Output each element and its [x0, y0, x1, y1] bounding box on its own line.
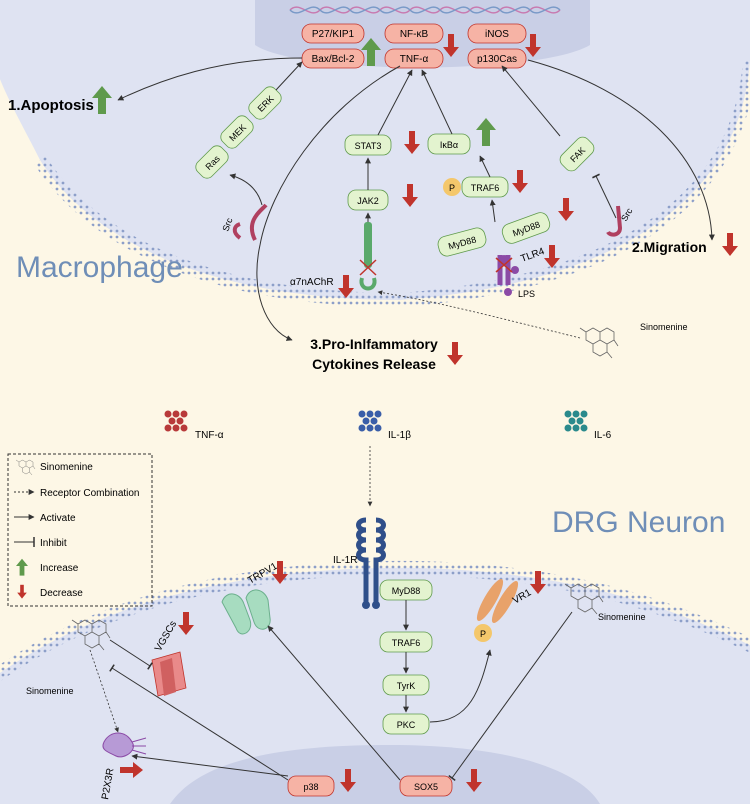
legend-activate-label: Activate [40, 513, 76, 524]
neuron-myd88-label: MyD88 [392, 586, 421, 596]
legend-decrease-label: Decrease [40, 588, 83, 599]
jak-stat-pathway: STAT3 JAK2 α7nAChR [290, 69, 420, 298]
src-left-receptor-icon [249, 203, 268, 241]
a7nachr-label: α7nAChR [290, 277, 334, 288]
decrease-arrow-icon [722, 233, 738, 256]
jak2-label: JAK2 [357, 196, 379, 206]
tlr4-pathway: IκBα P TRAF6 MyD88 MyD88 LPS TLR4 [421, 69, 574, 299]
neuron-title: DRG Neuron [552, 506, 725, 539]
neuron-tyrk-label: TyrK [397, 681, 416, 691]
cytokine-tnfa: TNF-α [164, 410, 224, 441]
migration-label: 2.Migration [632, 239, 707, 255]
cytokine-tnfa-label: TNF-α [195, 430, 224, 441]
legend: Sinomenine Receptor Combination Activate… [7, 453, 153, 607]
a7nachr-receptor-icon [359, 222, 377, 291]
il1r-receptor-icon [356, 517, 386, 609]
ras-mek-erk-pathway: Ras MEK ERK Src [195, 61, 303, 241]
cytokine-il6-label: IL-6 [594, 430, 612, 441]
vr1-channel-icon [476, 579, 519, 623]
cytokine-il6: IL-6 [564, 410, 612, 441]
traf6-phospho-label: P [449, 183, 455, 193]
trpv1-channel-icon [221, 589, 271, 635]
sinomenine-macrophage-label: Sinomenine [640, 322, 688, 332]
legend-sinomenine-icon [15, 459, 36, 476]
top-markers: P27/KIP1 Bax/Bcl-2 NF-κB TNF-α iNOS p130… [301, 23, 541, 69]
legend-increase-label: Increase [40, 563, 79, 574]
nfkb-label: NF-κB [400, 29, 429, 40]
sinomenine-right-label: Sinomenine [598, 612, 646, 622]
sinomenine-structure-icon [579, 327, 619, 359]
apoptosis-label: 1.Apoptosis [8, 97, 94, 114]
stat3-label: STAT3 [355, 141, 382, 151]
p2x3r-label: P2X3R [100, 767, 116, 800]
inos-label: iNOS [485, 29, 509, 40]
src-right-receptor-icon [606, 205, 623, 237]
p130cas-label: p130Cas [477, 54, 517, 65]
traf6-macrophage-label: TRAF6 [471, 183, 500, 193]
vr1-phospho-label: P [480, 629, 486, 639]
decrease-arrow-icon [447, 342, 463, 365]
cytokine-il1b: IL-1β [358, 410, 411, 441]
p27-kip1-label: P27/KIP1 [312, 29, 355, 40]
src-left-label: Src [220, 216, 234, 233]
p2x3r-receptor-icon [102, 732, 147, 758]
legend-inhibit-label: Inhibit [40, 538, 67, 549]
tlr4-receptor-icon [495, 255, 519, 285]
macrophage-title: Macrophage [16, 251, 183, 284]
p38-label: p38 [303, 782, 318, 792]
lps-molecule-icon [504, 288, 512, 296]
neuron-nucleus [170, 745, 600, 804]
release-label-line1: 3.Pro-Inlfammatory [310, 336, 438, 352]
legend-sinomenine-label: Sinomenine [40, 462, 93, 473]
legend-increase-icon [16, 558, 28, 576]
sinomenine-left-label: Sinomenine [26, 686, 74, 696]
ikba-label: IκBα [440, 140, 458, 150]
release-label-line2: Cytokines Release [312, 356, 436, 372]
top-tnfa-label: TNF-α [400, 54, 429, 65]
vgscs-channel-icon [151, 651, 187, 697]
neuron-pkc-label: PKC [397, 720, 416, 730]
il1r-label: IL-1R [333, 555, 357, 566]
cytokine-il1b-label: IL-1β [388, 430, 411, 441]
lps-label: LPS [518, 289, 535, 299]
sox5-label: SOX5 [414, 782, 438, 792]
legend-decrease-icon [17, 584, 27, 599]
legend-receptor-combination-label: Receptor Combination [40, 488, 140, 499]
neuron-traf6-label: TRAF6 [392, 638, 421, 648]
bax-bcl2-label: Bax/Bcl-2 [312, 54, 355, 65]
